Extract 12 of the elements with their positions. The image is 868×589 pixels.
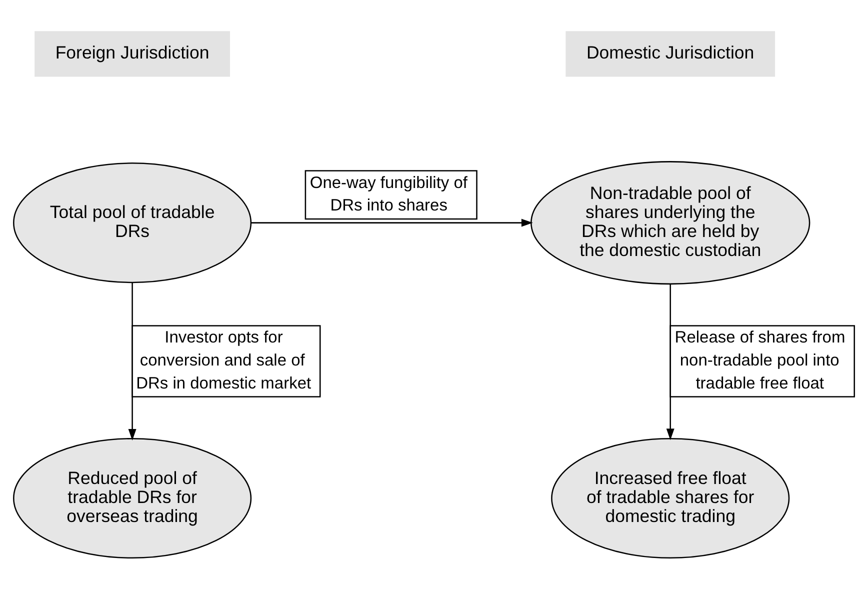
arrow [666, 284, 674, 440]
edge-label: One-way fungibility of DRs into shares [310, 174, 468, 215]
arrow [128, 282, 136, 440]
node-box: Foreign Jurisdiction [34, 31, 230, 77]
edge-label: Release of shares from non-tradable pool into tradable free float [674, 328, 846, 392]
node-ellipse: Increased free float of tradable shares for domestic trading [551, 438, 790, 559]
node-ellipse: Total pool of tradable DRs [13, 162, 252, 284]
node-ellipse: Reduced pool of tradable DRs for overseas trading [13, 438, 252, 559]
node-ellipse: Non-tradable pool of shares underlying the DRs which are held by the domestic custodian [530, 161, 810, 285]
node-box: Domestic Jurisdiction [566, 31, 776, 77]
edge-label: Investor opts for conversion and sale of DRs in domestic market [136, 328, 312, 392]
arrow [251, 218, 533, 227]
